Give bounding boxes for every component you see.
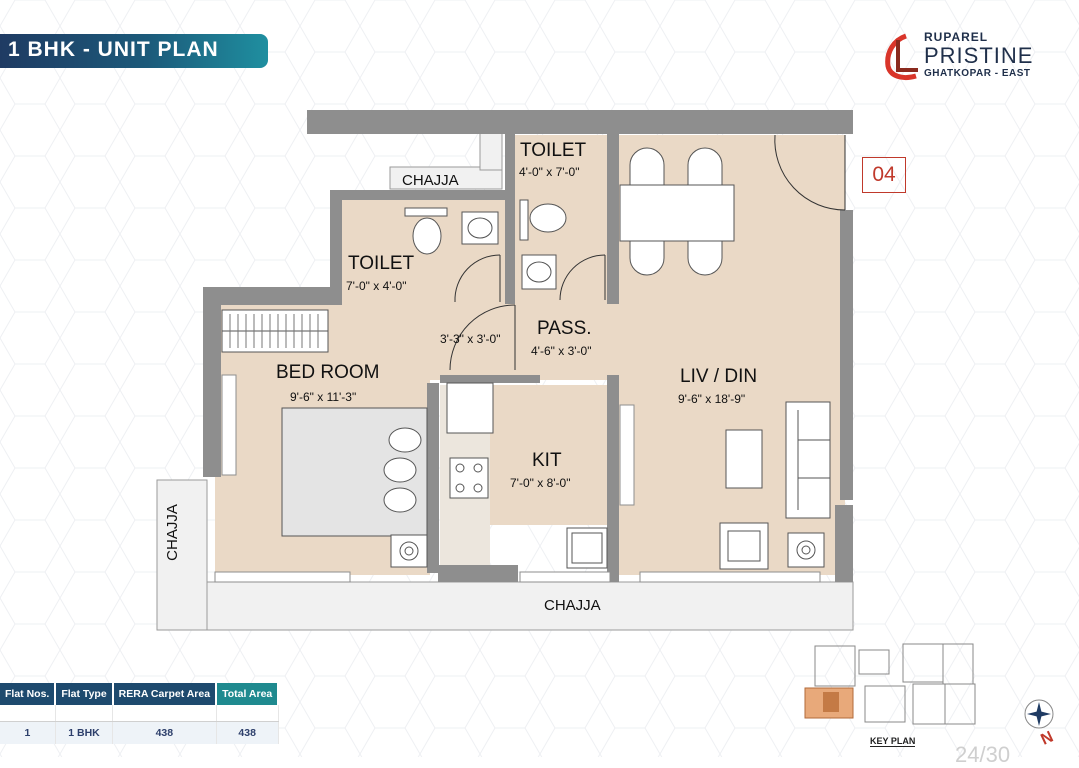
chajja-bottom-label: CHAJJA — [544, 597, 601, 614]
kitchen-label: KIT — [532, 450, 562, 471]
toilet-1-size: 4'-0" x 7'-0" — [519, 165, 580, 179]
page-title: 1 BHK - UNIT PLAN — [8, 38, 219, 61]
chajja-top-label: CHAJJA — [402, 172, 459, 189]
walls — [203, 110, 853, 582]
unit-number-badge: 04 — [862, 157, 906, 193]
toilet-2-label: TOILET — [348, 253, 415, 274]
living-size: 9'-6" x 18'-9" — [678, 392, 746, 406]
area-table-flat-type: 1 BHK — [55, 721, 114, 744]
passage-small-size: 3'-3" x 3'-0" — [440, 332, 501, 346]
area-table-total: 438 — [216, 721, 279, 744]
chajja-left-label: CHAJJA — [163, 504, 181, 561]
logo-line-2: PRISTINE — [924, 43, 1034, 68]
bed — [281, 407, 428, 537]
kitchen-size: 7'-0" x 8'-0" — [510, 476, 571, 490]
toilet-fixtures-left — [404, 207, 499, 255]
page-title-bar: 1 BHK - UNIT PLAN — [0, 34, 268, 68]
wardrobe-hangers — [229, 314, 319, 348]
brand-mark-icon — [885, 33, 918, 81]
key-plan-label: KEY PLAN — [870, 736, 916, 747]
bedroom-size: 9'-6" x 11'-3" — [290, 390, 357, 404]
svg-text:N: N — [1038, 728, 1056, 746]
table-row: 1 1 BHK 438 438 — [0, 721, 279, 744]
area-table: Flat Nos. Flat Type RERA Carpet Area Tot… — [0, 683, 280, 744]
area-table-rera: 438 — [112, 721, 217, 744]
toilet-1-label: TOILET — [520, 140, 587, 161]
area-table-header-flat-type: Flat Type — [55, 683, 114, 705]
passage-size: 4'-6" x 3'-0" — [531, 344, 592, 358]
ac-unit-living — [787, 532, 825, 568]
toilet-2-size: 7'-0" x 4'-0" — [346, 279, 407, 293]
chajja-areas — [156, 129, 854, 631]
dining-table — [619, 147, 735, 276]
logo-line-3: GHATKOPAR - EAST — [924, 68, 1031, 79]
doors — [449, 134, 846, 371]
ac-unit-bedroom — [390, 534, 428, 568]
passage-label: PASS. — [537, 318, 592, 339]
brand-logo: RUPAREL PRISTINE GHATKOPAR - EAST — [880, 30, 1055, 82]
windows — [214, 374, 821, 583]
north-compass-icon: N — [1024, 699, 1056, 746]
sofa — [719, 401, 831, 570]
key-plan-map — [804, 643, 976, 725]
area-table-header-total: Total Area — [216, 683, 280, 705]
area-table-header-flat-no: Flat Nos. — [0, 683, 57, 705]
area-table-flat-no: 1 — [0, 721, 56, 744]
bedroom-label: BED ROOM — [276, 362, 380, 383]
living-label: LIV / DIN — [680, 366, 758, 387]
toilet-fixtures-right — [519, 199, 567, 290]
kitchen-fixtures — [446, 382, 608, 569]
area-table-header-rera: RERA Carpet Area — [112, 683, 218, 705]
logo-line-1: RUPAREL — [924, 30, 989, 44]
page-number: 24/30 — [955, 742, 1011, 767]
